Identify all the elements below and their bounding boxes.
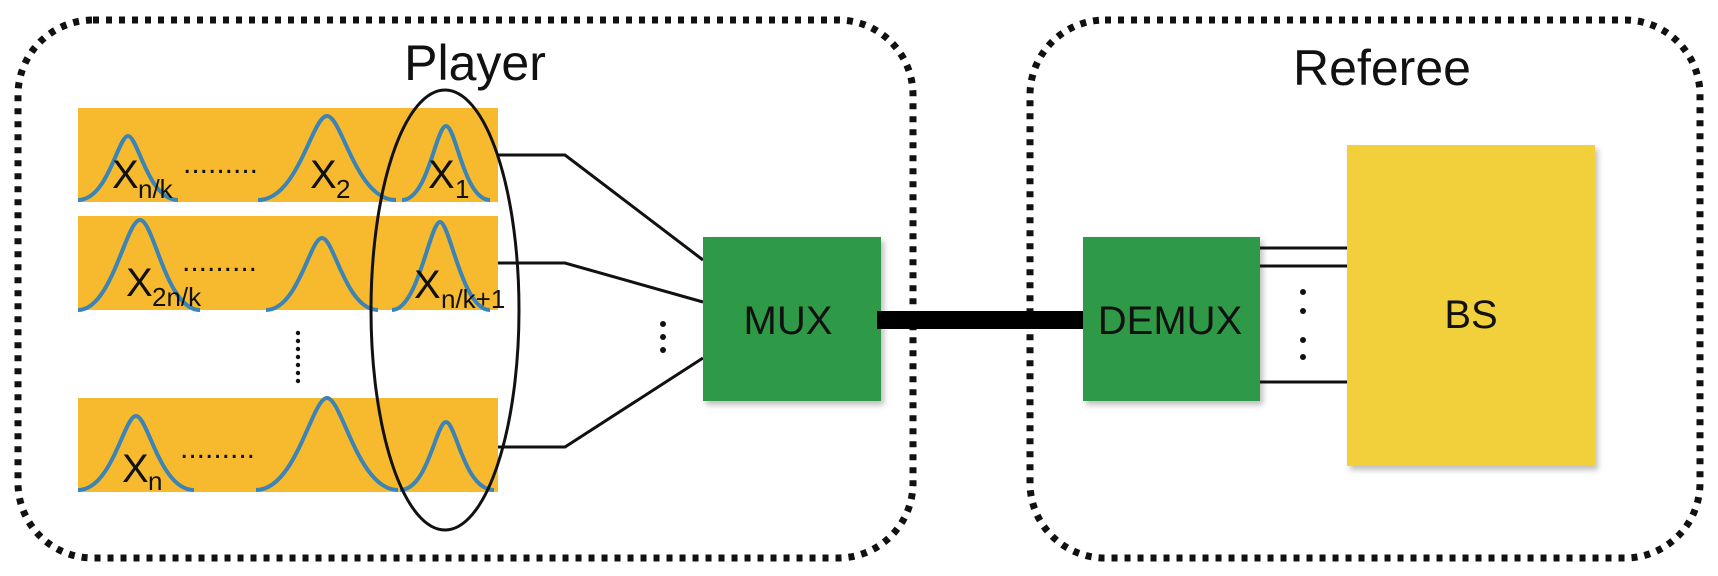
row-1-label-x-sub: n/k [138, 174, 174, 204]
bs-block [1347, 145, 1595, 466]
row-1-label-x2: X [310, 153, 337, 197]
row-1-label-x1: X [428, 153, 455, 197]
mux-block [703, 237, 881, 401]
sample-row-2: X 2n/k ......... X n/k+1 [77, 216, 505, 314]
row-3-label-x-sub: n [148, 466, 162, 496]
row-1-label-x2-sub: 2 [336, 174, 350, 204]
bell-curve [401, 123, 491, 202]
channel-link [877, 311, 1086, 329]
bell-curve [265, 235, 379, 312]
row-1-label-x1-sub: 1 [455, 174, 469, 204]
bs-input-dots [1300, 289, 1306, 360]
bs-input-lines [1260, 246, 1347, 384]
bs-label: BS [1444, 293, 1497, 337]
player-title: Player [404, 35, 546, 91]
row-3-band [78, 398, 498, 492]
mux-label: MUX [744, 299, 833, 343]
player-boundary [14, 16, 917, 562]
row-2-label-x-sub: 2n/k [152, 282, 202, 312]
mux-input-dots [660, 321, 666, 353]
ellipsis: ......... [183, 147, 258, 180]
row-1-label-x: X [112, 153, 139, 197]
row-2-label-xr-sub: n/k+1 [441, 284, 505, 314]
bell-curve [77, 133, 179, 202]
referee-title: Referee [1293, 40, 1471, 96]
selection-ellipse [369, 88, 521, 532]
sample-row-1: X n/k ......... X 2 X 1 [77, 108, 498, 204]
bell-curve [255, 395, 399, 492]
ellipsis: ......... [180, 432, 255, 465]
row-2-label-x: X [126, 261, 153, 305]
vertical-ellipsis-rows [295, 330, 301, 384]
referee-boundary [1026, 16, 1704, 562]
bell-curve [257, 113, 397, 202]
sample-row-3: X n ......... [77, 395, 498, 496]
demux-block [1083, 237, 1260, 401]
mux-input-lines [498, 153, 704, 449]
demux-label: DEMUX [1098, 299, 1242, 343]
bell-curve [77, 217, 201, 312]
bell-curve [391, 219, 491, 312]
bell-curve [77, 413, 195, 492]
row-2-label-xr: X [414, 263, 441, 307]
ellipsis: ......... [182, 245, 257, 278]
row-1-band [78, 108, 498, 202]
bell-curve [399, 419, 495, 492]
row-3-label-x: X [122, 447, 149, 491]
